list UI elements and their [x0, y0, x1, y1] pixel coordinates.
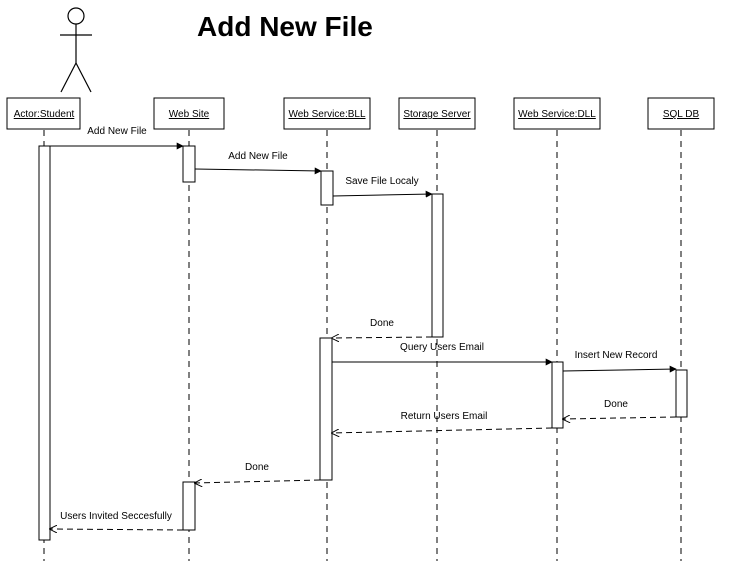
participant-label: SQL DB — [663, 109, 700, 120]
message-5: Query Users Email — [332, 342, 553, 366]
participant-label: Web Service:DLL — [518, 109, 596, 120]
message-9: Done — [195, 462, 321, 483]
activation-bll-1 — [320, 170, 334, 206]
activation-sql — [675, 369, 688, 418]
message-1: Add New File — [50, 126, 184, 150]
lifelines — [43, 130, 682, 561]
message-7: Done — [563, 399, 677, 419]
message-10: Users Invited Seccesfully — [50, 511, 184, 530]
activation-web-1 — [182, 145, 196, 183]
message-8: Return Users Email — [332, 411, 553, 433]
activation-dll — [551, 361, 564, 429]
diagram-title: Add New File — [197, 11, 373, 42]
activation-bll-2 — [319, 337, 333, 481]
message-label: Add New File — [87, 126, 147, 137]
message-label: Done — [245, 462, 269, 473]
message-label: Add New File — [228, 151, 288, 162]
message-4: Done — [332, 318, 433, 338]
activation-student — [38, 145, 51, 541]
participant-label: Web Site — [169, 109, 210, 120]
message-label: Users Invited Seccesfully — [60, 511, 172, 522]
message-label: Return Users Email — [401, 411, 488, 422]
participant-header-dll: Web Service:DLL — [513, 97, 601, 130]
participant-header-bll: Web Service:BLL — [283, 97, 371, 130]
participant-header-sql: SQL DB — [647, 97, 715, 130]
participant-label: Storage Server — [403, 109, 471, 120]
message-label: Insert New Record — [575, 350, 658, 361]
participant-header-student: Actor:Student — [6, 97, 81, 130]
activation-storage — [431, 193, 444, 338]
message-label: Query Users Email — [400, 342, 484, 353]
activations — [38, 145, 688, 541]
actor-figure-icon — [60, 7, 92, 93]
participant-label: Web Service:BLL — [288, 109, 366, 120]
participant-header-storage: Storage Server — [398, 97, 476, 130]
participant-header-web: Web Site — [153, 97, 225, 130]
message-label: Save File Localy — [345, 176, 418, 187]
message-label: Done — [370, 318, 394, 329]
participant-label: Actor:Student — [14, 109, 75, 120]
message-6: Insert New Record — [562, 350, 677, 373]
message-2: Add New File — [194, 151, 322, 175]
activation-web-2 — [182, 481, 196, 531]
message-label: Done — [604, 399, 628, 410]
message-3: Save File Localy — [332, 176, 433, 198]
